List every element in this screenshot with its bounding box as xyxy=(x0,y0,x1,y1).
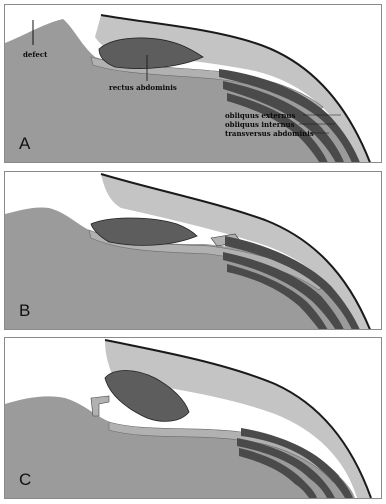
panel-a: defect rectus abdominis obliquus externu… xyxy=(4,4,382,163)
panel-c-drawing xyxy=(5,338,381,498)
panel-a-drawing: defect rectus abdominis obliquus externu… xyxy=(5,5,381,163)
defect-label: defect xyxy=(23,50,48,59)
panel-c: C xyxy=(4,337,382,499)
panel-a-letter: A xyxy=(19,134,30,154)
obliquus-internus-label: obliquus internus xyxy=(225,120,295,129)
panel-b-letter: B xyxy=(19,301,30,321)
sheath-fragment xyxy=(91,396,109,416)
panel-b: B xyxy=(4,171,382,330)
panel-c-letter: C xyxy=(19,470,31,490)
obliquus-externus-label: obliquus externus xyxy=(225,111,296,120)
transversus-label: transversus abdominis xyxy=(225,129,314,138)
rectus-label: rectus abdominis xyxy=(109,83,177,92)
panel-b-drawing xyxy=(5,172,381,330)
